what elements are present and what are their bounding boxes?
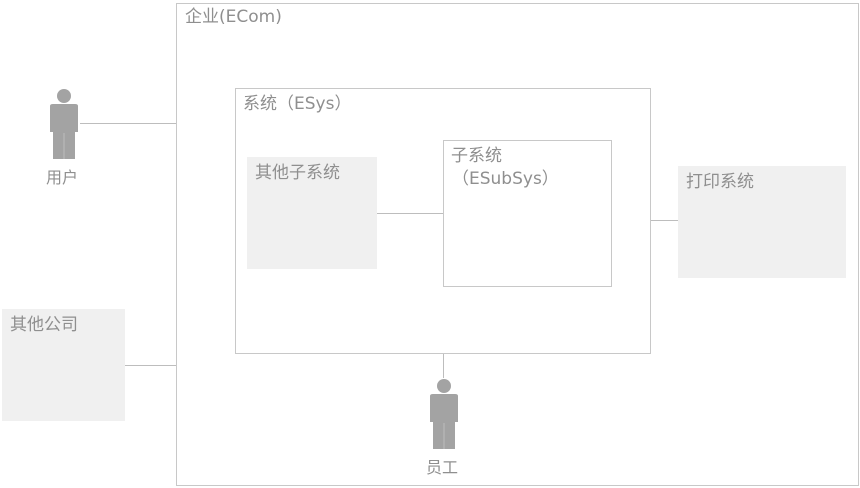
system-label: 系统（ESys）: [243, 94, 352, 114]
employee-actor-label: 员工: [426, 458, 459, 477]
other-company-box: [2, 309, 125, 421]
user-actor-label: 用户: [46, 168, 79, 187]
other-company-label: 其他公司: [10, 315, 78, 335]
system-boundary: [235, 88, 651, 354]
connector-other-subsystem-subsystem: [377, 213, 443, 214]
employee-actor-person-icon: [430, 379, 458, 449]
connector-user-enterprise: [80, 123, 176, 124]
subsystem-label-line2: （ESubSys）: [452, 169, 559, 189]
enterprise-label: 企业(ECom): [185, 7, 282, 27]
connector-system-employee: [443, 354, 444, 378]
user-actor-person-icon: [50, 89, 78, 159]
connector-system-print-system: [651, 220, 678, 221]
other-subsystem-box: [247, 157, 377, 269]
enterprise-boundary: [176, 3, 859, 486]
connector-other-company-enterprise: [125, 365, 176, 366]
subsystem-box: [443, 140, 612, 287]
print-system-box: [678, 166, 846, 278]
subsystem-label-line1: 子系统: [451, 146, 502, 166]
print-system-label: 打印系统: [686, 172, 754, 192]
other-subsystem-label: 其他子系统: [255, 163, 340, 183]
